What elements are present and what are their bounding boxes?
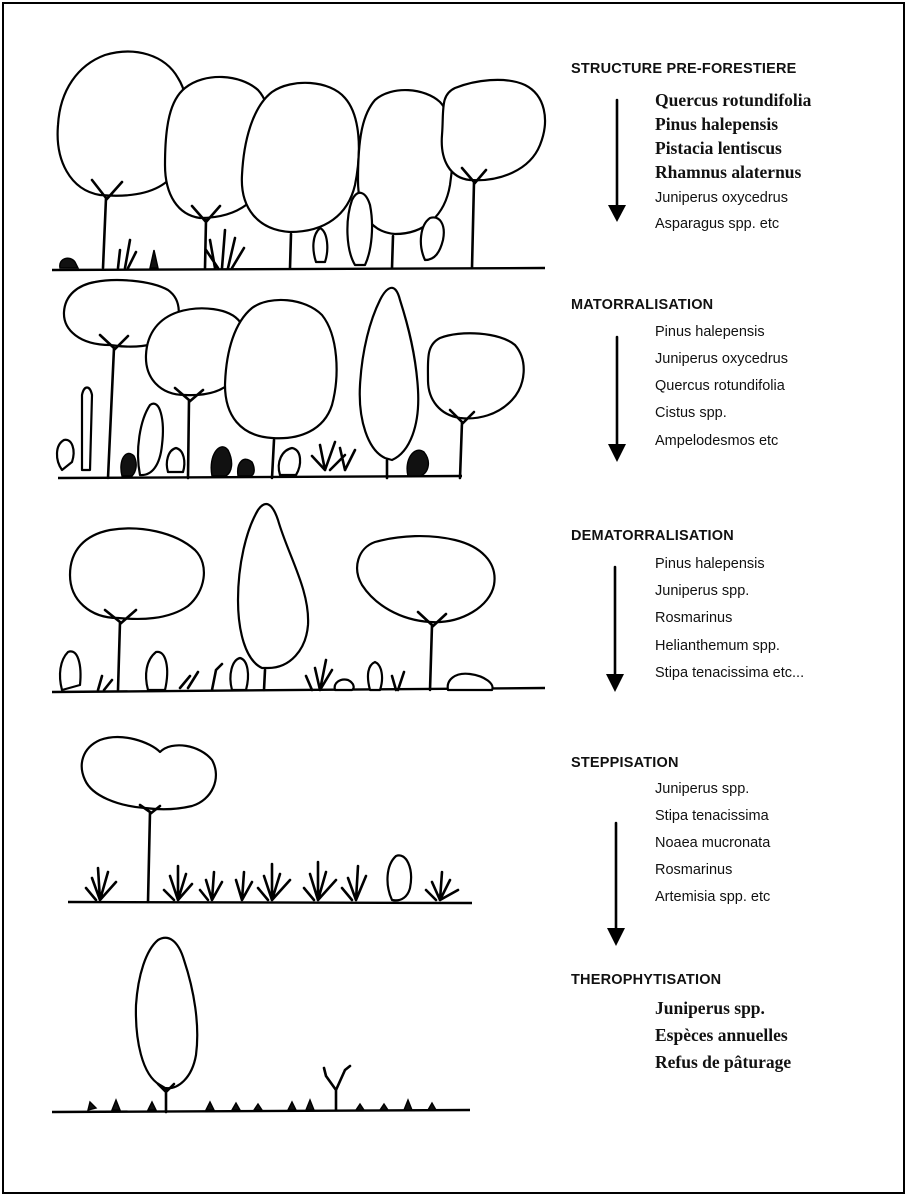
tree: [240, 81, 360, 270]
species-label: Refus de pâturage: [655, 1052, 792, 1072]
shrub: [120, 446, 430, 477]
species-label: Pinus halepensis: [655, 324, 765, 340]
tree: [62, 278, 180, 480]
shrub: [446, 672, 494, 692]
tree: [426, 332, 525, 480]
ground-line: [67, 900, 473, 905]
species-label: Espèces annuelles: [655, 1025, 788, 1045]
stage-title: MATORRALISATION: [571, 297, 714, 313]
species-label: Pistacia lentiscus: [655, 138, 782, 158]
species-label: Cistus spp.: [655, 405, 727, 421]
species-label: Rhamnus alaternus: [655, 162, 802, 182]
stage-5-sketch: [51, 936, 471, 1114]
species-label: Pinus halepensis: [655, 114, 779, 134]
species-label: Noaea mucronata: [655, 835, 771, 851]
species-label: Asparagus spp. etc: [655, 216, 780, 232]
tree: [358, 286, 420, 480]
stage-2-sketch: [55, 278, 525, 480]
shrub: [136, 402, 164, 477]
tree: [134, 936, 199, 1114]
stage-1-sketch: [51, 50, 547, 272]
species-label: Juniperus oxycedrus: [655, 190, 788, 206]
tree: [356, 88, 455, 270]
species-label: Rosmarinus: [655, 862, 733, 878]
ground-line: [51, 1108, 471, 1114]
shrub: [419, 216, 445, 262]
tree: [223, 298, 338, 480]
shrub: [84, 860, 460, 902]
species-label: Rosmarinus: [655, 610, 733, 626]
species-label: Juniperus oxycedrus: [655, 351, 788, 367]
ground-line: [51, 266, 546, 272]
species-label: Stipa tenacissima etc...: [655, 665, 805, 681]
shrub: [59, 249, 159, 269]
shrub: [116, 238, 138, 270]
shrub: [58, 650, 82, 692]
shrub: [310, 440, 357, 472]
species-label: Quercus rotundifolia: [655, 90, 812, 110]
species-label: Juniperus spp.: [655, 781, 750, 797]
stage-title: DEMATORRALISATION: [571, 528, 734, 544]
shrub: [366, 660, 384, 692]
tree: [440, 78, 547, 270]
plant: [87, 1098, 438, 1111]
shrub: [204, 228, 246, 270]
species-label: Quercus rotundifolia: [655, 378, 785, 394]
plant: [322, 1064, 352, 1112]
succession-arrows: [606, 98, 626, 946]
shrub: [346, 191, 374, 267]
stage-title: THEROPHYTISATION: [571, 972, 722, 988]
species-label: Stipa tenacissima: [655, 808, 769, 824]
species-label: Ampelodesmos etc: [655, 433, 779, 449]
shrub: [96, 658, 406, 692]
shrub: [229, 656, 250, 692]
stage-3-sketch: [51, 502, 546, 694]
species-label: Artemisia spp. etc: [655, 889, 771, 905]
tree: [356, 534, 496, 692]
shrub: [312, 226, 329, 264]
shrub: [55, 438, 75, 472]
species-label: Helianthemum spp.: [655, 638, 780, 654]
tree: [68, 527, 205, 692]
stage-title: STRUCTURE PRE-FORESTIERE: [571, 61, 797, 77]
shrub: [386, 854, 413, 902]
shrub: [165, 446, 186, 474]
shrub: [145, 650, 169, 692]
shrub: [277, 446, 302, 477]
stage-4-sketch: [67, 736, 473, 905]
shrub: [80, 386, 94, 472]
species-label: Juniperus spp.: [655, 583, 750, 599]
tree: [236, 502, 310, 692]
shrub: [333, 678, 355, 692]
species-label: Pinus halepensis: [655, 556, 765, 572]
species-label: Juniperus spp.: [655, 998, 765, 1018]
ground-line: [57, 474, 463, 480]
tree: [80, 736, 217, 904]
stage-title: STEPPISATION: [571, 755, 679, 771]
